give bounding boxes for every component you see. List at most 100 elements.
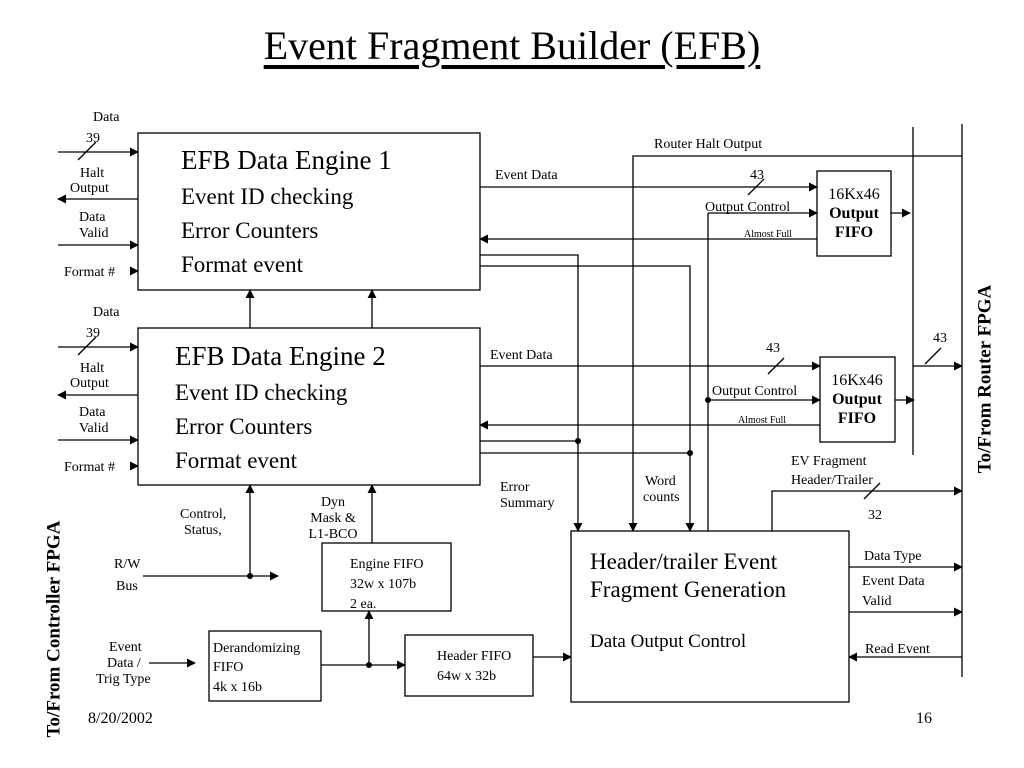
derand-line: Derandomizing [213, 641, 300, 656]
engine-fifo-text: Engine FIFO 32w x 107b 2 ea. [350, 557, 424, 612]
header-fifo-line: Header FIFO [437, 649, 511, 664]
rw-bus-label: Bus [116, 579, 138, 594]
e1-data-label: Data [93, 110, 120, 125]
e2-valid-label: Data [79, 405, 106, 420]
fifo1-size: 16Kx46 [828, 186, 880, 203]
derand-fifo-box [208, 630, 322, 702]
e1-output-control-label: Output Control [705, 200, 790, 215]
right-side-label: To/From Router FPGA [974, 284, 996, 474]
output-fifo1-text: 16Kx46 Output FIFO [828, 186, 880, 241]
engine2-input-labels: Data 39 Halt Output Data Valid Format # [64, 305, 120, 475]
e1-valid-label: Data [79, 210, 106, 225]
e1-almost-full-label: Almost Full [744, 229, 792, 240]
engine1-output-labels: Event Data 43 Output Control Almost Full [495, 168, 792, 240]
e1-event-width-label: 43 [750, 168, 764, 183]
engine1-input-labels: Data 39 Halt Output Data Valid Format # [64, 110, 120, 280]
control-status-label: Status, [184, 523, 222, 538]
derand-line: 4k x 16b [213, 680, 262, 695]
e1-event-data-label: Event Data [495, 168, 558, 183]
footer-page-number: 16 [916, 710, 932, 727]
engine1-text: EFB Data Engine 1 Event ID checking Erro… [181, 145, 392, 277]
e2-almost-full-label: Almost Full [738, 415, 786, 426]
e1-format-label: Format # [64, 265, 115, 280]
engine-fifo-box [321, 542, 452, 612]
engine1-line: Error Counters [181, 218, 318, 243]
e2-output-control-label: Output Control [712, 384, 797, 399]
router-wiring [628, 124, 963, 677]
e2-valid-label: Valid [79, 421, 109, 436]
e2-halt-label: Halt [80, 361, 104, 376]
header-trailer-text: Header/trailer Event Fragment Generation… [590, 549, 787, 652]
engine1-line: Event ID checking [181, 184, 354, 209]
engine1-line: Format event [181, 252, 304, 277]
engine2-text: EFB Data Engine 2 Event ID checking Erro… [175, 341, 386, 473]
header-fifo-line: 64w x 32b [437, 669, 496, 684]
engine2-inputs [57, 336, 139, 471]
event-input-label: Trig Type [96, 672, 151, 687]
e2-halt-label: Output [70, 376, 109, 391]
dyn-mask-label: Dyn Mask & L1-BCO [309, 495, 358, 542]
read-event-label: Read Event [865, 642, 930, 657]
error-summary-label: Error [500, 480, 530, 495]
error-summary-label: Summary [500, 496, 554, 511]
e1-valid-label: Valid [79, 226, 109, 241]
fifo1-fifo: FIFO [835, 224, 873, 241]
event-data-valid-label: Event Data [862, 574, 925, 589]
derand-fifo-text: Derandomizing FIFO 4k x 16b [213, 641, 300, 695]
e2-format-label: Format # [64, 460, 115, 475]
junction-dots [247, 397, 711, 668]
engine-fifo-line: 32w x 107b [350, 577, 416, 592]
fifo2-size: 16Kx46 [831, 372, 883, 389]
e2-event-data-label: Event Data [490, 348, 553, 363]
engine2-title: EFB Data Engine 2 [175, 341, 386, 371]
e2-event-width-label: 43 [766, 341, 780, 356]
header-fifo-text: Header FIFO 64w x 32b [437, 649, 511, 684]
engine2-output-wiring [479, 357, 915, 430]
e1-halt-label: Output [70, 181, 109, 196]
event-input-label: Data / [107, 656, 141, 671]
engine2-line: Error Counters [175, 414, 312, 439]
engine2-output-labels: Event Data 43 Output Control Almost Full [490, 341, 797, 426]
data-type-label: Data Type [864, 549, 921, 564]
left-side-label: To/From Controller FPGA [43, 520, 65, 738]
page-title: Event Fragment Builder (EFB) [263, 23, 761, 68]
dyn-mask-line: L1-BCO [309, 527, 358, 542]
engine-fifo-line: Engine FIFO [350, 557, 424, 572]
word-counts-label: Word [645, 474, 676, 489]
ht-sub: Data Output Control [590, 631, 746, 652]
engine1-output-wiring [479, 178, 911, 244]
engine1-inputs [57, 141, 139, 276]
engine1-box [137, 132, 481, 291]
output-fifo2-text: 16Kx46 Output FIFO [831, 372, 883, 427]
ev-fragment-label: Header/Trailer [791, 473, 873, 488]
word-counts-label: counts [643, 490, 680, 505]
router-width-label: 43 [933, 331, 947, 346]
ev-fragment-label: EV Fragment [791, 454, 867, 469]
dyn-mask-line: Mask & [310, 511, 356, 526]
engine1-title: EFB Data Engine 1 [181, 145, 392, 175]
derand-line: FIFO [213, 660, 243, 675]
footer-date: 8/20/2002 [88, 710, 153, 727]
internal-wiring [143, 213, 963, 670]
fifo2-fifo: FIFO [838, 410, 876, 427]
event-data-valid-label: Valid [862, 594, 892, 609]
header-fifo-box [404, 634, 534, 697]
header-trailer-box [570, 530, 850, 703]
ht-line: Header/trailer Event [590, 549, 778, 574]
engine2-line: Event ID checking [175, 380, 348, 405]
engine2-line: Format event [175, 448, 298, 473]
e2-data-label: Data [93, 305, 120, 320]
fifo2-output: Output [832, 391, 882, 408]
rw-bus-label: R/W [114, 557, 141, 572]
control-status-label: Control, [180, 507, 226, 522]
fifo1-output: Output [829, 205, 879, 222]
engine-fifo-line: 2 ea. [350, 597, 376, 612]
e2-width-label: 39 [86, 326, 100, 341]
event-input-label: Event [109, 640, 142, 655]
dyn-mask-line: Dyn [321, 495, 345, 510]
ht-line: Fragment Generation [590, 577, 787, 602]
misc-labels: Error Summary Word counts Control, Statu… [96, 454, 930, 687]
e1-width-label: 39 [86, 131, 100, 146]
router-halt-label: Router Halt Output [654, 137, 762, 152]
